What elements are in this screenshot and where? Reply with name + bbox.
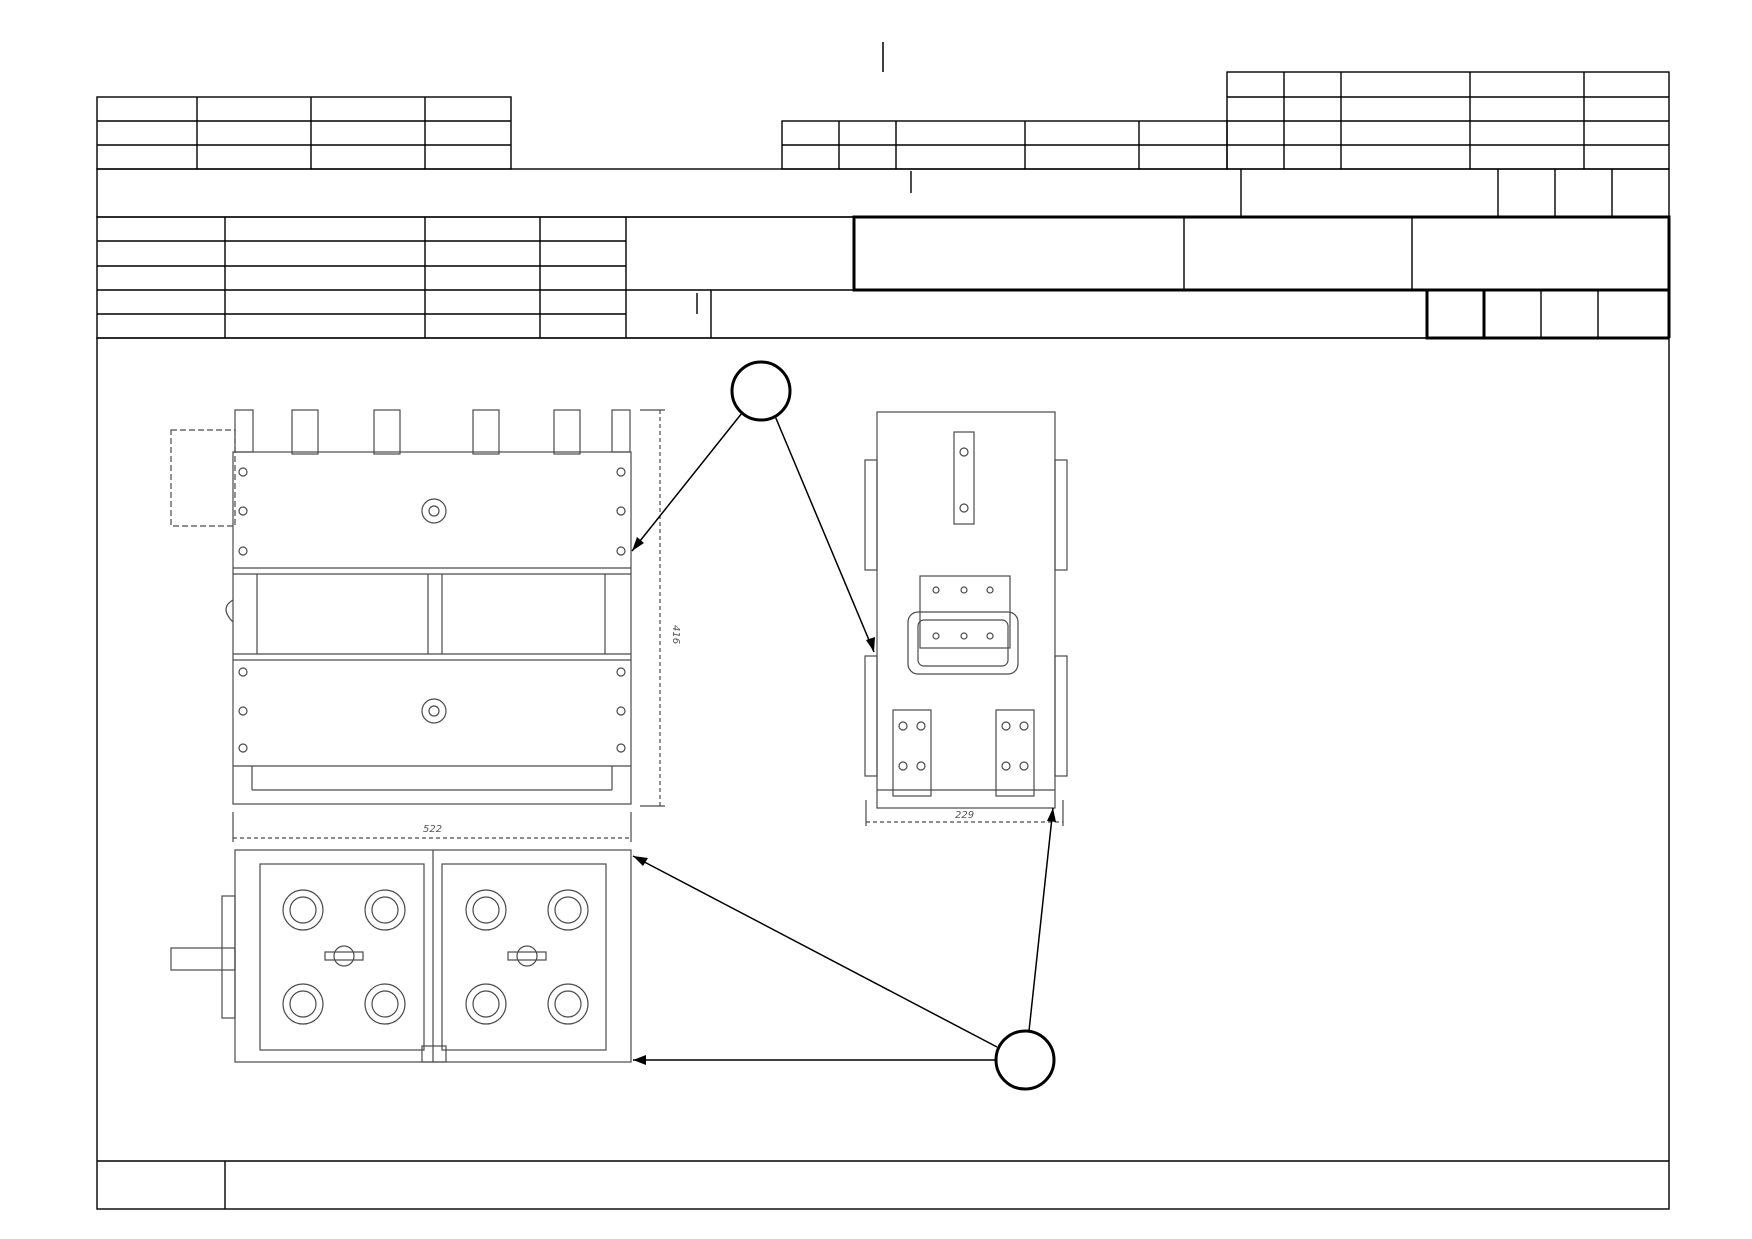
side-view (864, 411, 1068, 826)
front-height-dimension: 416 (670, 625, 681, 644)
header-band (96, 168, 1670, 218)
revision-table (1226, 71, 1670, 170)
drawing-frame (96, 337, 1670, 1210)
callout-balloon-upper (730, 360, 792, 422)
callout-balloon-lower (994, 1029, 1056, 1091)
title-block-emphasis (852, 215, 1671, 340)
top-view (170, 849, 632, 1063)
side-width-dimension: 229 (955, 810, 974, 821)
front-view (170, 409, 665, 842)
front-width-dimension: 522 (423, 824, 442, 835)
title-block (96, 216, 1670, 339)
callout-lower (632, 807, 1056, 1091)
upper-left-table (96, 96, 512, 170)
revision-table-extension (781, 120, 1228, 170)
callout-upper (631, 360, 875, 653)
